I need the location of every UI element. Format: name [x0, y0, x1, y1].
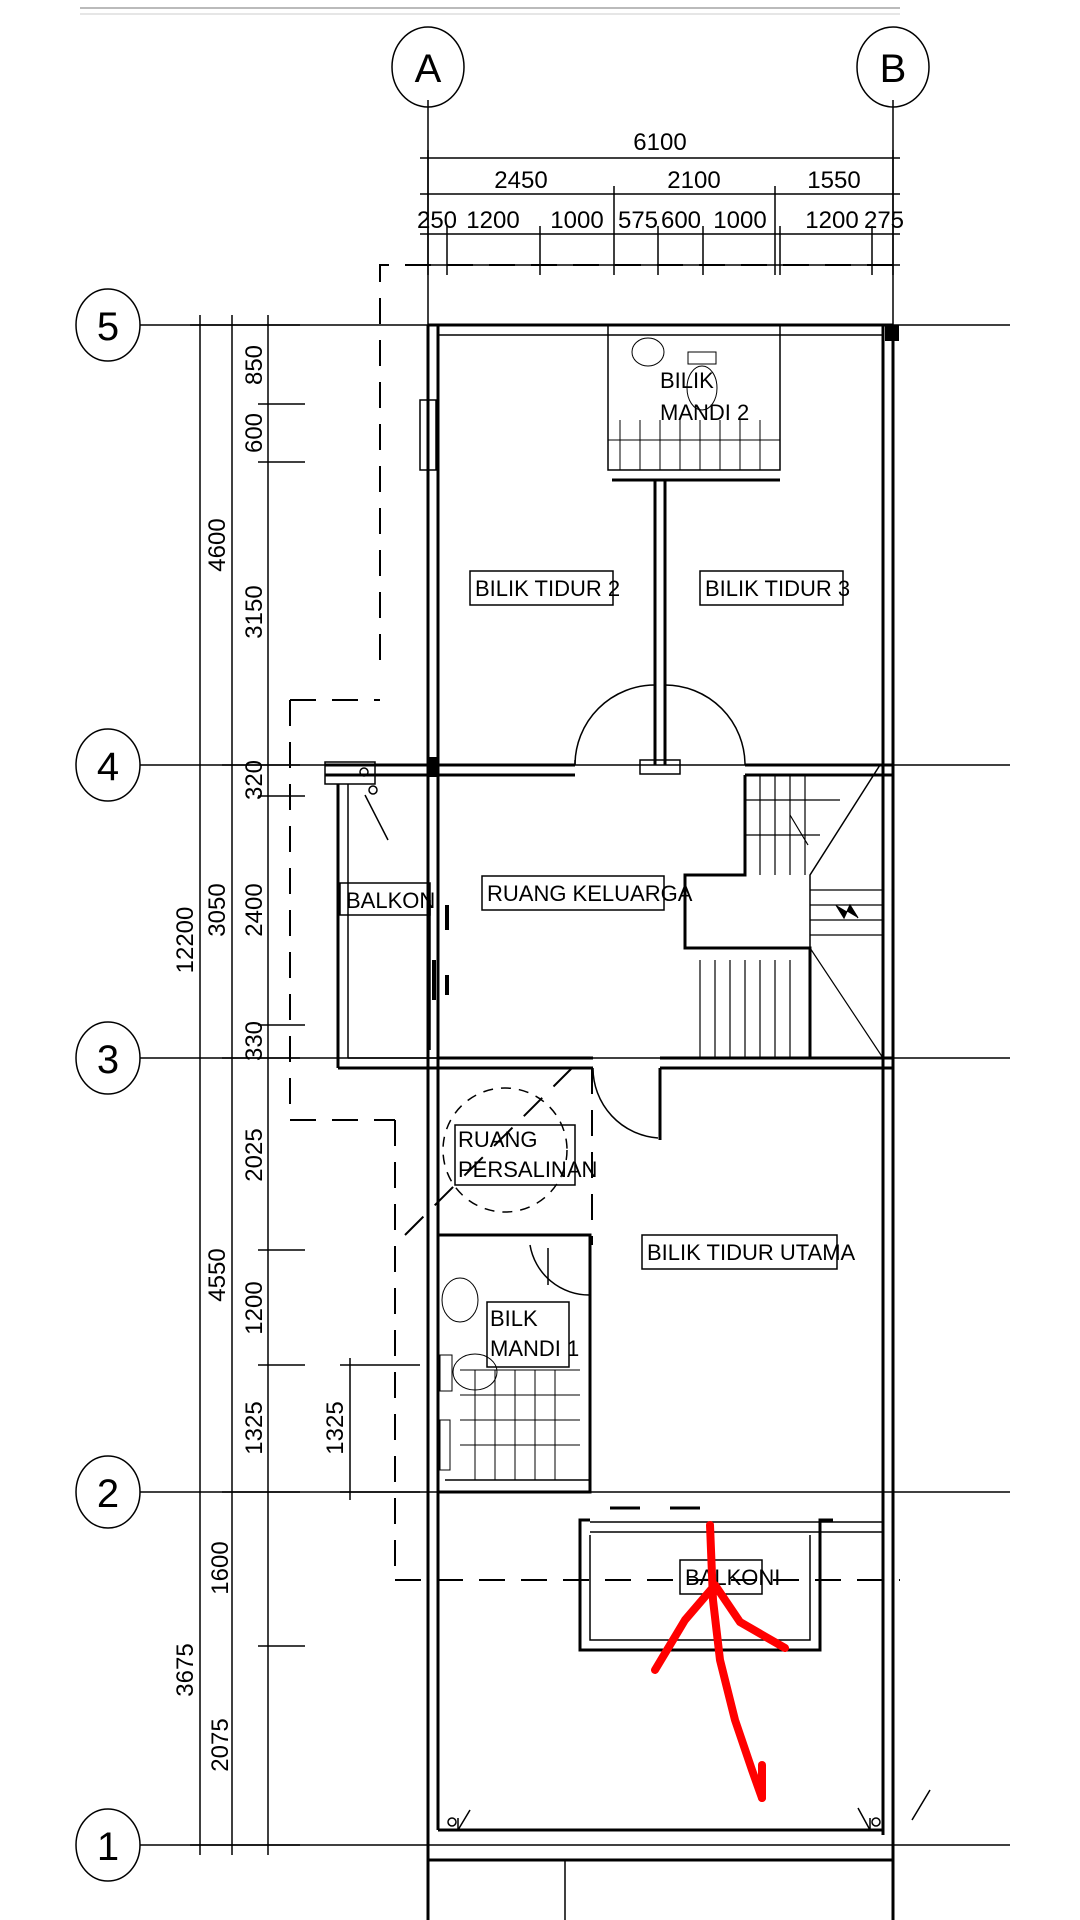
- dim-sub-4: 575: [618, 207, 658, 234]
- dim-sub-3: 1000: [550, 207, 603, 234]
- red-arrow-annotation: [651, 1521, 789, 1802]
- room-label-bilik-tidur-2: BILIK TIDUR 2: [475, 576, 620, 601]
- room-label-bilik-tidur-3: BILIK TIDUR 3: [705, 576, 850, 601]
- dim-top-2: 2100: [667, 167, 720, 194]
- room-label-balkoni-front: BALKONI: [685, 1565, 780, 1590]
- exterior-walls: [419, 323, 899, 1920]
- room-label-bilik-mandi-2-line1: BILIK: [660, 368, 714, 393]
- room-label-bilik-tidur-utama: BILIK TIDUR UTAMA: [647, 1240, 856, 1265]
- dressing-area: RUANG PERSALINAN: [442, 1087, 597, 1213]
- dim-detail-5: 2400: [241, 883, 268, 936]
- dim-detail-11: 2075: [207, 1718, 234, 1771]
- header-strip: [80, 7, 900, 15]
- room-label-ruang-keluarga: RUANG KELUARGA: [487, 881, 693, 906]
- dim-sub-1: 250: [417, 207, 457, 234]
- dim-group-3: 4550: [204, 1248, 231, 1301]
- dimension-left: 12200 4600 3050 4550 3675 850 600 3150 3…: [172, 315, 420, 1855]
- svg-text:2: 2: [97, 1472, 119, 1516]
- room-label-balkoni-side: BALKONI: [346, 888, 441, 913]
- dim-inner: 1325: [322, 1401, 349, 1454]
- corner-details: [447, 1789, 931, 1831]
- dim-detail-6: 330: [241, 1021, 268, 1061]
- front-balcony: BALKONI: [578, 1506, 883, 1652]
- room-labels: BILIK TIDUR 2 BILIK TIDUR 3 RUANG KELUAR…: [469, 570, 856, 1270]
- svg-text:A: A: [415, 47, 442, 91]
- grid-lines: [140, 100, 1010, 1920]
- dim-sub-8: 275: [864, 207, 904, 234]
- svg-text:3: 3: [97, 1038, 119, 1082]
- dim-detail-2: 600: [241, 413, 268, 453]
- dim-detail-3: 3150: [241, 585, 268, 638]
- dim-group-1: 4600: [204, 518, 231, 571]
- grid-bubble-3: 3: [75, 1021, 141, 1095]
- bedroom-partition: [639, 480, 681, 775]
- dim-detail-10: 1600: [207, 1541, 234, 1594]
- room-label-bilik-mandi-2-line2: MANDI 2: [660, 400, 749, 425]
- room-label-ruang-persalinan-line2: PERSALINAN: [458, 1157, 597, 1182]
- dim-sub-7: 1200: [805, 207, 858, 234]
- dimension-top: 6100 2450 2100 1550 250 1200 1000 575 60…: [417, 129, 904, 275]
- bathroom-1: BILK MANDI 1: [438, 1233, 592, 1494]
- dim-group-2: 3050: [204, 883, 231, 936]
- staircase: [683, 764, 884, 1059]
- dim-detail-1: 850: [241, 345, 268, 385]
- dim-sub-5: 600: [661, 207, 701, 234]
- grid-bubble-2: 2: [75, 1455, 141, 1529]
- dim-detail-9: 1325: [241, 1401, 268, 1454]
- svg-text:5: 5: [97, 305, 119, 349]
- room-label-ruang-persalinan-line1: RUANG: [458, 1127, 537, 1152]
- grid-bubble-1: 1: [75, 1808, 141, 1882]
- dim-group-4: 3675: [172, 1643, 199, 1696]
- wall-row-3: [429, 900, 893, 1140]
- dim-sub-6: 1000: [713, 207, 766, 234]
- dim-detail-4: 320: [241, 760, 268, 800]
- dim-top-1: 2450: [494, 167, 547, 194]
- grid-bubble-a: A: [391, 26, 465, 108]
- svg-text:1: 1: [97, 1825, 119, 1869]
- dim-top-3: 1550: [807, 167, 860, 194]
- wall-row-4: [325, 684, 893, 777]
- room-label-bilik-mandi-1-line2: MANDI 1: [490, 1336, 579, 1361]
- dashed-outline: [289, 264, 900, 1581]
- grid-bubble-b: B: [856, 26, 930, 108]
- dim-total-length: 12200: [172, 907, 199, 974]
- grid-bubble-5: 5: [75, 288, 141, 362]
- bathroom-2: BILIK MANDI 2: [607, 324, 781, 482]
- room-label-bilik-mandi-1-line1: BILK: [490, 1306, 538, 1331]
- svg-text:B: B: [880, 47, 907, 91]
- dim-detail-8: 1200: [241, 1281, 268, 1334]
- svg-text:4: 4: [97, 745, 119, 789]
- grid-bubble-4: 4: [75, 728, 141, 802]
- side-balcony: BALKONI: [324, 761, 441, 1070]
- dim-sub-2: 1200: [466, 207, 519, 234]
- dim-detail-7: 2025: [241, 1128, 268, 1181]
- dim-overall-width: 6100: [633, 129, 686, 156]
